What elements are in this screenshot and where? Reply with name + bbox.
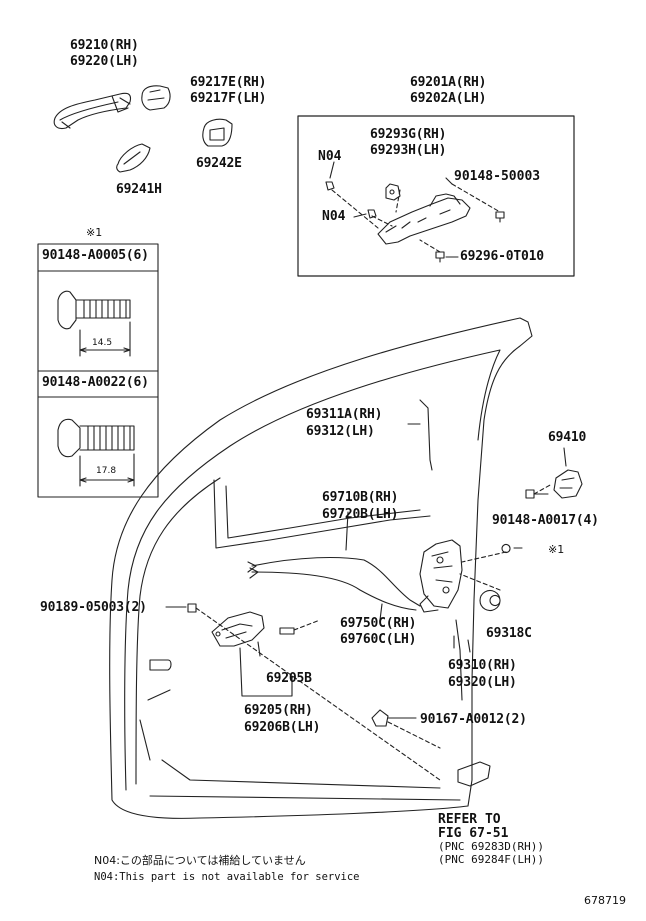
label-69320[interactable]: 69320(LH) bbox=[445, 675, 517, 691]
leader-69710B bbox=[345, 511, 349, 551]
label-69210[interactable]: 69210(RH) bbox=[67, 38, 139, 54]
leader-90148-50003 bbox=[445, 177, 453, 185]
asterisk-mark: ※1 bbox=[548, 543, 565, 556]
label-69202A[interactable]: 69202A(LH) bbox=[406, 91, 487, 107]
label-69710B[interactable]: 69710B(RH) bbox=[318, 490, 399, 506]
label-69220[interactable]: 69220(LH) bbox=[67, 54, 139, 70]
note-english: N04:This part is not available for servi… bbox=[94, 871, 360, 883]
frame-assembly-box bbox=[297, 115, 575, 277]
ring-69318C-drawing bbox=[479, 589, 501, 612]
leader-69310 bbox=[453, 635, 471, 653]
label-69206B[interactable]: 69206B(LH) bbox=[240, 720, 321, 736]
label-90148-A0017[interactable]: 90148-A0017(4) bbox=[489, 513, 599, 529]
label-69760C[interactable]: 69760C(LH) bbox=[336, 632, 417, 648]
screw-90167-drawing bbox=[371, 709, 411, 727]
label-90167[interactable]: 90167-A0012(2) bbox=[417, 712, 527, 728]
fig-reference[interactable]: FIG 67-51 bbox=[438, 826, 509, 841]
dimension-17-8: 17.8 bbox=[96, 466, 117, 476]
label-69720B[interactable]: 69720B(LH) bbox=[318, 507, 399, 523]
label-69242E[interactable]: 69242E bbox=[193, 156, 242, 172]
label-69296[interactable]: 69296-0T010 bbox=[457, 249, 544, 265]
clip-90189-drawing bbox=[187, 603, 197, 613]
leader-69205B bbox=[257, 641, 261, 657]
label-69205B[interactable]: 69205B bbox=[263, 671, 312, 687]
label-69205[interactable]: 69205(RH) bbox=[241, 703, 313, 719]
label-69311A[interactable]: 69311A(RH) bbox=[302, 407, 383, 423]
leader-n04a bbox=[329, 161, 335, 179]
outer-handle-drawing bbox=[53, 92, 132, 130]
label-n04-top[interactable]: N04 bbox=[318, 149, 342, 164]
label-n04-bottom[interactable]: N04 bbox=[322, 209, 346, 224]
leader-69750C bbox=[379, 603, 383, 621]
door-lock-drawing bbox=[419, 539, 463, 613]
refer-to-line: REFER TO bbox=[438, 812, 501, 827]
handle-cover-drawing bbox=[141, 85, 171, 111]
leader-dashes-main bbox=[195, 483, 553, 781]
pad-69241H-drawing bbox=[116, 143, 151, 173]
screw-symbols bbox=[325, 181, 505, 263]
inside-handle-drawing bbox=[211, 611, 295, 647]
pnc-reference-lh: (PNC 69284F(LH)) bbox=[438, 853, 544, 866]
pnc-reference-rh: (PNC 69283D(RH)) bbox=[438, 840, 544, 853]
door-frame-drawing bbox=[109, 317, 533, 819]
screw-90148-A0005-drawing bbox=[57, 290, 131, 357]
asterisk-box-mark: ※1 bbox=[86, 226, 103, 239]
rod-69311A-drawing bbox=[419, 399, 433, 471]
label-90148-A0022[interactable]: 90148-A0022(6) bbox=[39, 375, 149, 391]
label-90148-50003[interactable]: 90148-50003 bbox=[454, 169, 541, 184]
label-69217E[interactable]: 69217E(RH) bbox=[186, 75, 267, 91]
label-69750C[interactable]: 69750C(RH) bbox=[336, 616, 417, 632]
bracket-69205 bbox=[239, 647, 293, 697]
bolt-90148-A0017-drawing bbox=[525, 489, 549, 499]
leader-n04b bbox=[353, 213, 367, 218]
handle-frame-drawing bbox=[377, 183, 471, 245]
label-69201A[interactable]: 69201A(RH) bbox=[406, 75, 487, 91]
label-69318C[interactable]: 69318C bbox=[483, 626, 532, 642]
pad-69242E-drawing bbox=[202, 118, 233, 147]
leader-69410 bbox=[563, 447, 567, 467]
label-90189[interactable]: 90189-05003(2) bbox=[37, 600, 147, 616]
figure-id: 678719 bbox=[584, 894, 626, 907]
label-69312[interactable]: 69312(LH) bbox=[303, 424, 375, 440]
label-69241H[interactable]: 69241H bbox=[113, 182, 162, 198]
label-69293H[interactable]: 69293H(LH) bbox=[366, 143, 447, 159]
label-69217F[interactable]: 69217F(LH) bbox=[186, 91, 267, 107]
label-69410[interactable]: 69410 bbox=[544, 430, 587, 446]
striker-69410-drawing bbox=[553, 469, 583, 499]
note-japanese: N04:この部品については補給していません bbox=[94, 854, 306, 867]
leader-dashes-box bbox=[331, 183, 501, 253]
dimension-14-5: 14.5 bbox=[92, 338, 113, 348]
screw-90148-A0022-drawing bbox=[57, 418, 135, 487]
label-90148-A0005[interactable]: 90148-A0005(6) bbox=[39, 248, 149, 264]
bolt-asterisk-drawing bbox=[501, 544, 523, 553]
ref-handle-drawing bbox=[457, 761, 491, 787]
label-69293G[interactable]: 69293G(RH) bbox=[366, 127, 447, 143]
label-69310[interactable]: 69310(RH) bbox=[445, 658, 517, 674]
cable-drawing bbox=[247, 556, 421, 611]
